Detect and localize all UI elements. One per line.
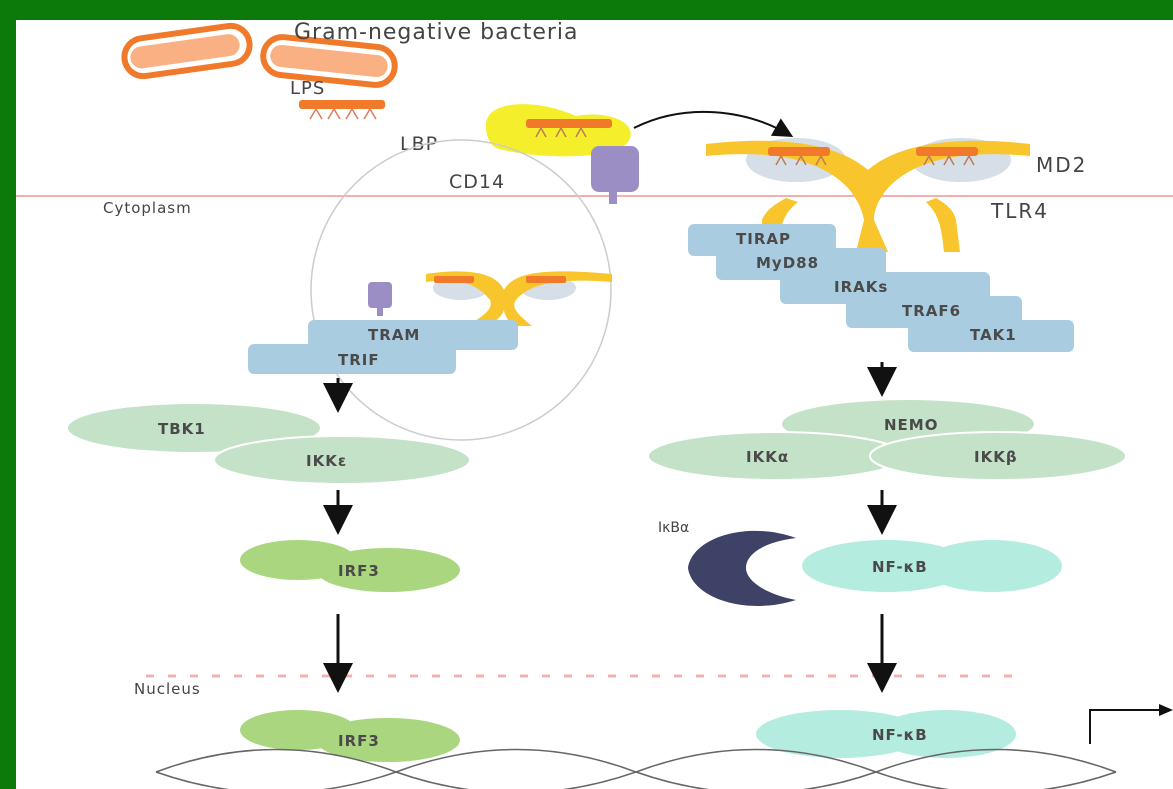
nemo-label: NEMO xyxy=(884,416,938,434)
dna-double-helix xyxy=(155,748,1117,789)
cd14-receptor xyxy=(591,146,639,204)
nfkb-nucleus xyxy=(756,710,1016,758)
lbp-protein xyxy=(486,104,631,157)
irf3-cytoplasm-label: IRF3 xyxy=(338,562,380,580)
md2-label: MD2 xyxy=(1036,153,1087,177)
myd88-adaptor-stack xyxy=(688,224,1074,352)
ikba-label: IκBα xyxy=(658,520,689,536)
trif-adaptor-stack xyxy=(248,320,518,374)
signal-arrows xyxy=(323,362,897,693)
cytoplasm-label: Cytoplasm xyxy=(103,199,192,217)
lbp-label: LBP xyxy=(400,133,438,155)
endosome xyxy=(310,139,612,441)
ikk-complex xyxy=(647,400,1127,481)
tram-label: TRAM xyxy=(368,326,420,344)
tbk1-label: TBK1 xyxy=(158,420,206,438)
irf3-nucleus xyxy=(240,710,460,762)
irf3-nucleus-label: IRF3 xyxy=(338,732,380,750)
trif-label: TRIF xyxy=(338,351,380,369)
irf3-cytoplasm xyxy=(240,540,460,592)
tlr4-label: TLR4 xyxy=(990,199,1049,223)
ikke-label: IKKε xyxy=(306,452,347,470)
title-label: Gram-negative bacteria xyxy=(294,20,579,45)
tbk1-ikke-complex xyxy=(68,404,471,485)
tak1-label: TAK1 xyxy=(970,326,1017,344)
cd14-label: CD14 xyxy=(449,171,505,193)
ikka-label: IKKα xyxy=(746,448,789,466)
lps-label: LPS xyxy=(290,78,325,99)
transcription-start-arrow xyxy=(1089,704,1173,744)
tirap-label: TIRAP xyxy=(736,230,791,248)
nfkb-cytoplasm-label: NF-κB xyxy=(872,558,928,576)
lps-molecule xyxy=(299,100,385,120)
gram-negative-bacteria xyxy=(121,22,398,88)
nfkb-nucleus-label: NF-κB xyxy=(872,726,928,744)
tlr4-signaling-diagram: Gram-negative bacteria LPS LBP CD14 xyxy=(16,20,1173,789)
iraks-label: IRAKs xyxy=(834,278,888,296)
transfer-arrow xyxy=(633,110,794,137)
nucleus-label: Nucleus xyxy=(134,680,201,698)
diagram-panel: Gram-negative bacteria LPS LBP CD14 xyxy=(16,20,1173,789)
traf6-label: TRAF6 xyxy=(902,302,961,320)
ikba-nfkb-complex xyxy=(688,530,1062,606)
myd88-label: MyD88 xyxy=(756,254,819,272)
endosomal-tlr4-complex xyxy=(368,271,612,326)
ikkb-label: IKKβ xyxy=(974,448,1018,466)
